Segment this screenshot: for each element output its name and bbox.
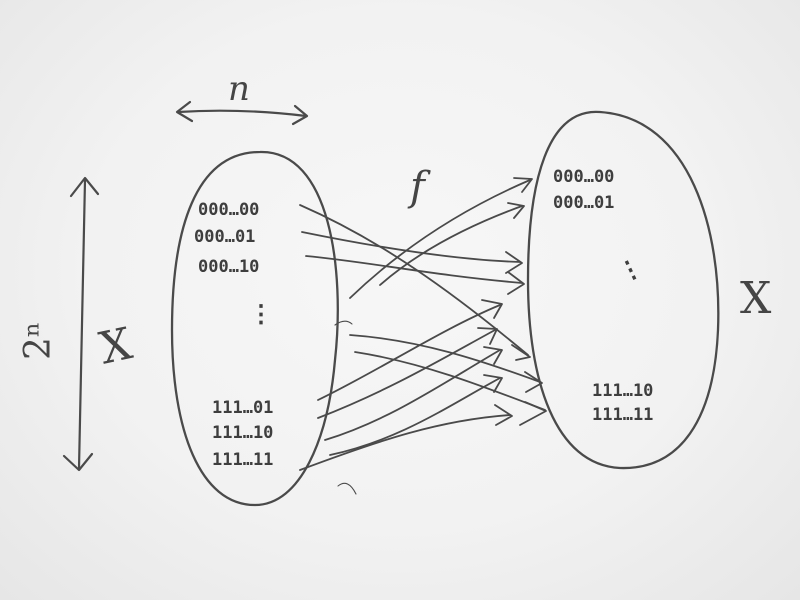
height-arrow — [62, 176, 100, 472]
left-string-5: 111…10 — [212, 423, 273, 443]
mapping-arrow-head — [481, 299, 503, 319]
mapping-arrow-head — [513, 177, 533, 193]
width-arrow — [175, 100, 309, 126]
width-label: n — [228, 69, 250, 109]
function-label: f — [407, 164, 431, 210]
right-string-2: 000…01 — [553, 193, 614, 213]
stray-mark — [337, 482, 357, 495]
left-dots: ⋮ — [249, 300, 273, 328]
mapping-arrow-head — [505, 251, 523, 274]
mapping-arrow — [317, 304, 501, 401]
mapping-arrow — [305, 255, 523, 284]
mapping-arrow — [317, 329, 496, 419]
mapping-arrow-head — [494, 404, 513, 426]
mapping-arrow-head — [483, 374, 503, 393]
right-dots: ⋮ — [614, 252, 648, 288]
right-set-ellipse — [526, 110, 720, 470]
mapping-arrow — [324, 349, 501, 441]
mapping-arrow-head — [483, 346, 503, 365]
left-string-3: 000…10 — [198, 257, 259, 277]
mapping-arrow-head — [507, 271, 525, 295]
stray-mark — [334, 320, 353, 326]
mapping-arrow — [301, 231, 521, 263]
right-string-3: 111…10 — [592, 381, 653, 401]
mapping-arrow-head — [524, 371, 543, 393]
right-set-label: X — [740, 273, 772, 324]
mapping-arrow — [349, 179, 531, 299]
mapping-arrow — [354, 351, 546, 411]
mapping-arrow — [379, 205, 523, 286]
mapping-arrow — [299, 414, 511, 471]
right-string-1: 000…00 — [553, 167, 614, 187]
left-string-2: 000…01 — [194, 227, 255, 247]
left-string-1: 000…00 — [198, 200, 259, 220]
right-string-4: 111…11 — [592, 405, 653, 425]
mapping-arrow — [299, 204, 529, 356]
mapping-arrows — [299, 177, 547, 471]
mapping-arrow-head — [507, 202, 525, 219]
left-string-6: 111…11 — [212, 450, 273, 470]
mapping-arrow — [329, 377, 501, 456]
left-set-label: X — [95, 318, 137, 375]
mapping-arrow-head — [511, 344, 531, 361]
height-label: 2ⁿ — [18, 322, 59, 360]
left-set-ellipse — [170, 150, 339, 507]
mapping-arrow-head — [477, 327, 498, 345]
mapping-arrow — [349, 334, 541, 383]
left-string-4: 111…01 — [212, 398, 273, 418]
mapping-arrow-head — [519, 401, 547, 426]
